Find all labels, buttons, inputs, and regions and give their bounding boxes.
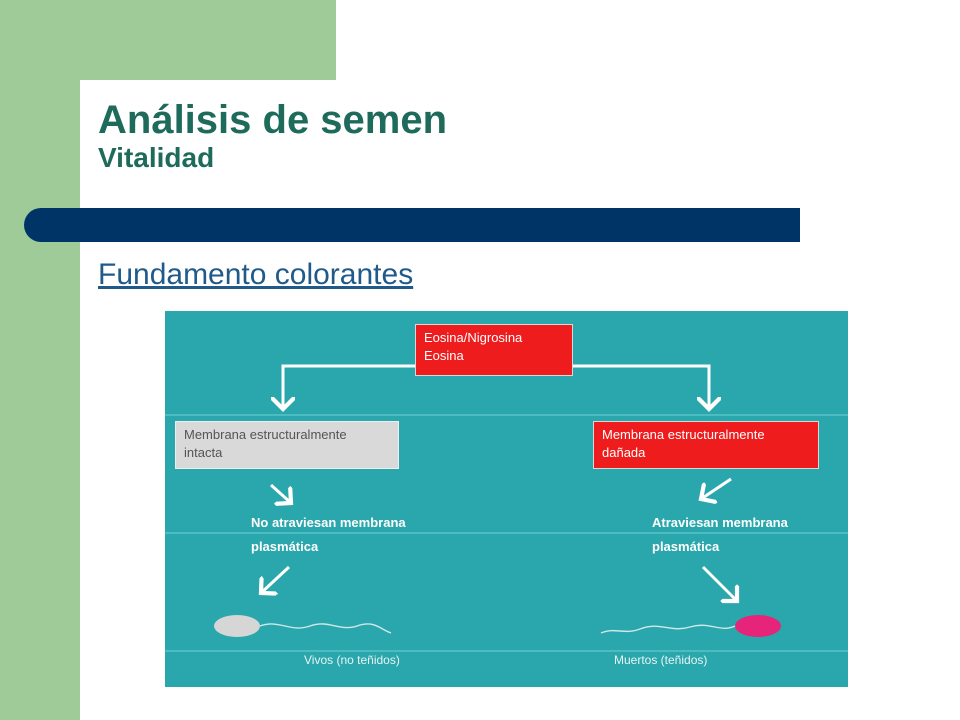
cross-text: Atraviesan membrana plasmática [652, 511, 788, 559]
dead-sperm-head [735, 615, 781, 637]
right-arrow-down-1 [701, 477, 732, 499]
stain-box-line1: Eosina/Nigrosina [424, 330, 523, 345]
right-branch-arrow [573, 364, 709, 409]
title-divider-bar [24, 208, 800, 242]
damaged-box-line2: dañada [602, 445, 646, 460]
left-arrow-down-1 [269, 483, 291, 503]
stain-box-line2: Eosina [424, 348, 464, 363]
left-green-strip [0, 0, 80, 720]
intact-membrane-box: Membrana estructuralmente intacta [175, 421, 399, 469]
stain-box: Eosina/Nigrosina Eosina [415, 324, 573, 376]
damaged-membrane-box: Membrana estructuralmente dañada [593, 421, 819, 469]
damaged-box-line1: Membrana estructuralmente [602, 427, 765, 442]
slide-subtitle: Vitalidad [98, 142, 215, 173]
cross-line1: Atraviesan membrana [652, 515, 788, 530]
intact-box-line1: Membrana estructuralmente [184, 427, 347, 442]
live-label: Vivos (no teñidos) [304, 653, 400, 667]
intact-box-line2: intacta [184, 445, 223, 460]
title-block: Análisis de semen Vitalidad [98, 98, 447, 174]
no-cross-text: No atraviesan membrana plasmática [251, 511, 406, 559]
dead-label: Muertos (teñidos) [614, 653, 708, 667]
content-corner [80, 80, 336, 280]
no-cross-line2: plasmática [251, 539, 319, 554]
no-cross-line1: No atraviesan membrana [251, 515, 406, 530]
dead-sperm-tail [600, 624, 736, 634]
right-arrow-down-2 [701, 565, 737, 601]
left-branch-arrow [283, 364, 415, 409]
vitality-diagram: Eosina/Nigrosina Eosina Membrana estruct… [165, 311, 848, 687]
live-sperm-tail [259, 623, 392, 634]
top-green-block [80, 0, 336, 80]
diagram-lines [165, 364, 848, 652]
cross-line2: plasmática [652, 539, 720, 554]
live-sperm-head [214, 615, 260, 637]
left-arrow-down-2 [261, 565, 291, 593]
slide-title: Análisis de semen [98, 98, 448, 142]
fundamento-link[interactable]: Fundamento colorantes [98, 258, 414, 291]
